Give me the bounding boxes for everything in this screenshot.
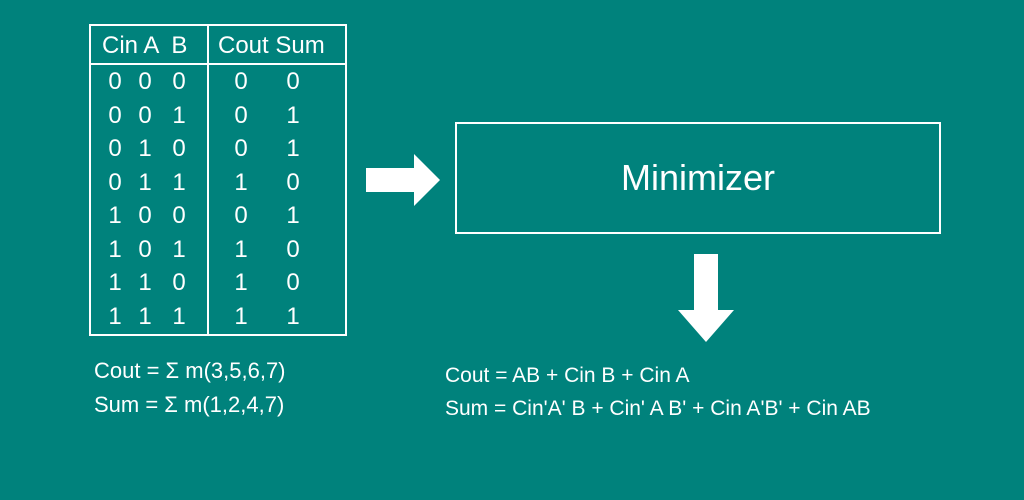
- truth-table-cell: 0: [234, 202, 248, 229]
- truth-table-cell: 0: [108, 101, 122, 129]
- truth-table-cell: 0: [108, 68, 122, 95]
- truth-table-cell: 1: [108, 235, 122, 263]
- truth-table-cell: 0: [138, 68, 152, 95]
- truth-table-cell: 0: [172, 135, 186, 162]
- minimizer-label: Minimizer: [620, 157, 775, 198]
- minimizer-box: Minimizer: [455, 122, 941, 234]
- truth-table-cell: 0: [286, 269, 300, 296]
- truth-table-cell: 1: [234, 168, 248, 196]
- truth-table-cell: 0: [172, 68, 186, 95]
- down-arrow-icon: [678, 254, 734, 342]
- truth-table-cell: 0: [172, 202, 186, 229]
- truth-table-cell: 0: [286, 68, 300, 95]
- truth-table-cell: 1: [108, 269, 122, 296]
- truth-table-header-divider: [91, 63, 345, 65]
- truth-table-cell: 1: [172, 302, 186, 330]
- truth-table-cell: 0: [138, 235, 152, 263]
- truth-table-cell: 1: [234, 302, 248, 330]
- truth-table-cell: 0: [234, 101, 248, 129]
- truth-table-cell: 1: [234, 235, 248, 263]
- truth-table-cell: 1: [138, 269, 152, 296]
- truth-table-output-header: Cout Sum: [218, 32, 325, 59]
- truth-table-cell: 1: [108, 302, 122, 330]
- truth-table-cell: 0: [234, 135, 248, 162]
- truth-table-cell: 1: [286, 135, 300, 162]
- truth-table-cell: 0: [286, 168, 300, 196]
- truth-table-cell: 1: [286, 202, 300, 229]
- truth-table-cell: 1: [172, 101, 186, 129]
- truth-table-cell: 1: [108, 202, 122, 229]
- truth-table-cell: 0: [172, 269, 186, 296]
- truth-table-cell: 0: [108, 135, 122, 162]
- truth-table-cell: 0: [234, 68, 248, 95]
- truth-table-cell: 1: [172, 168, 186, 196]
- cout-minterm-equation: Cout = Σ m(3,5,6,7): [94, 358, 286, 383]
- truth-table-input-header: Cin A B: [102, 32, 188, 59]
- sum-minterm-equation: Sum = Σ m(1,2,4,7): [94, 392, 285, 417]
- truth-table-cell: 1: [138, 168, 152, 196]
- truth-table-cell: 0: [138, 202, 152, 229]
- truth-table-cell: 0: [286, 235, 300, 263]
- truth-table-cell: 1: [172, 235, 186, 263]
- sum-minimized-equation: Sum = Cin'A' B + Cin' A B' + Cin A'B' + …: [445, 397, 871, 420]
- truth-table-column-divider: [207, 26, 209, 334]
- truth-table-cell: 0: [138, 101, 152, 129]
- truth-table-cell: 1: [138, 302, 152, 330]
- right-arrow-icon: [366, 154, 440, 206]
- truth-table-cell: 1: [286, 302, 300, 330]
- truth-table-cell: 1: [286, 101, 300, 129]
- cout-minimized-equation: Cout = AB + Cin B + Cin A: [445, 364, 690, 387]
- truth-table-cell: 0: [108, 168, 122, 196]
- truth-table-cell: 1: [138, 135, 152, 162]
- truth-table-cell: 1: [234, 269, 248, 296]
